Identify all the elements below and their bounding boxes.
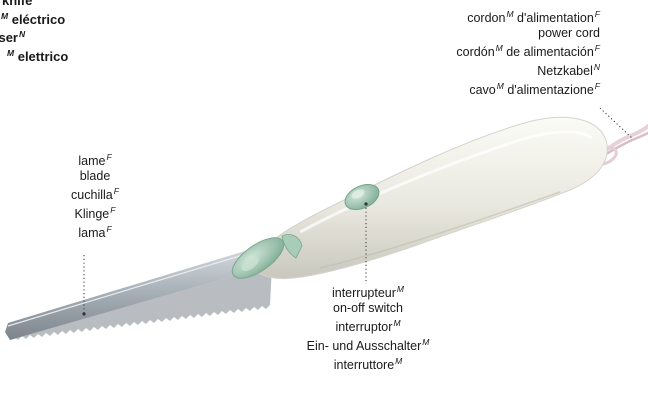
title-line: esserN bbox=[0, 27, 68, 46]
label-line: blade bbox=[40, 169, 150, 184]
blade-label: lameF blade cuchillaF KlingeF lamaF bbox=[40, 150, 150, 241]
handle bbox=[250, 117, 607, 278]
label-line: on-off switch bbox=[268, 301, 468, 316]
label-line: interrupteurM bbox=[268, 282, 468, 301]
label-line: cordonM d'alimentationF bbox=[380, 7, 600, 26]
label-line: KlingeF bbox=[40, 203, 150, 222]
label-line: cavoM d'alimentazioneF bbox=[380, 79, 600, 98]
switch-label: interrupteurM on-off switch interruptorM… bbox=[268, 282, 468, 373]
blade-leader-dot bbox=[82, 312, 85, 315]
cord-leader bbox=[600, 108, 632, 138]
label-line: cuchillaF bbox=[40, 184, 150, 203]
label-line: cordónM de alimentaciónF bbox=[380, 41, 600, 60]
label-line: Ein- und AusschalterM bbox=[268, 335, 468, 354]
label-line: NetzkabelN bbox=[380, 60, 600, 79]
title-line: knife bbox=[2, 0, 68, 9]
title-line: M elettrico bbox=[6, 46, 68, 65]
title-block: knife M eléctrico esserN M elettrico bbox=[0, 0, 68, 64]
switch-leader-dot bbox=[364, 202, 367, 205]
label-line: interruttoreM bbox=[268, 354, 468, 373]
power-cord-label: cordonM d'alimentationF power cord cordó… bbox=[380, 7, 600, 98]
label-line: lameF bbox=[40, 150, 150, 169]
label-line: lamaF bbox=[40, 222, 150, 241]
title-line: M eléctrico bbox=[0, 9, 68, 28]
label-line: interruptorM bbox=[268, 316, 468, 335]
label-line: power cord bbox=[380, 26, 600, 41]
